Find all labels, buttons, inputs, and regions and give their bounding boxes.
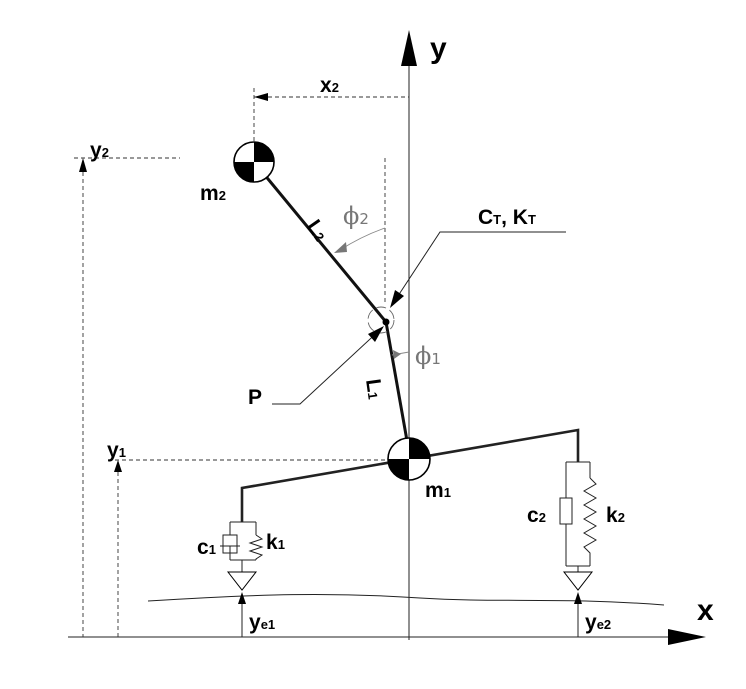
link-l1 — [384, 320, 411, 454]
right-suspension — [559, 461, 597, 637]
joint-torsion-circle — [367, 306, 395, 334]
phi1-arrowhead — [393, 350, 401, 359]
link-l1-label: L1 — [361, 377, 387, 400]
y-axis — [401, 30, 417, 640]
torsion-arrowhead — [390, 290, 404, 308]
x-axis-label: x — [697, 594, 714, 627]
link-l2-label: L2 — [302, 216, 332, 246]
mass-m1-label: m1 — [425, 479, 451, 502]
torsion-label: CT, KT — [478, 206, 536, 229]
p-arrowhead — [368, 326, 384, 342]
y2-dimension — [74, 157, 180, 637]
joint-p — [382, 318, 390, 326]
x-axis — [68, 629, 706, 645]
spring-k1-label: k1 — [266, 531, 285, 554]
road-profile — [147, 593, 665, 606]
mass-m1-symbol — [387, 437, 431, 481]
ye1-label: ye1 — [249, 611, 275, 634]
phi2-arrowhead — [334, 242, 347, 253]
damper-c2-label: c2 — [527, 504, 546, 527]
p-leader — [272, 327, 383, 405]
phi1-label: ϕ1 — [415, 342, 441, 370]
torsion-leader — [393, 231, 566, 303]
phi2-angle-arc — [339, 227, 386, 251]
left-suspension — [220, 521, 264, 637]
link-l2 — [252, 160, 388, 324]
mass-m2-symbol — [233, 141, 275, 183]
x2-label: x2 — [320, 74, 339, 97]
spring-k2-label: k2 — [606, 504, 625, 527]
ye2-label: ye2 — [585, 611, 611, 634]
mass-m2-label: m2 — [200, 182, 226, 205]
phi2-label: ϕ2 — [343, 202, 369, 230]
y2-label: y2 — [90, 139, 109, 162]
y-axis-label: y — [430, 32, 447, 65]
y1-label: y1 — [107, 439, 126, 462]
y1-dimension — [108, 459, 408, 637]
damper-c1-label: c1 — [197, 536, 216, 559]
x2-dimension — [253, 88, 409, 152]
p-label: P — [248, 386, 262, 409]
